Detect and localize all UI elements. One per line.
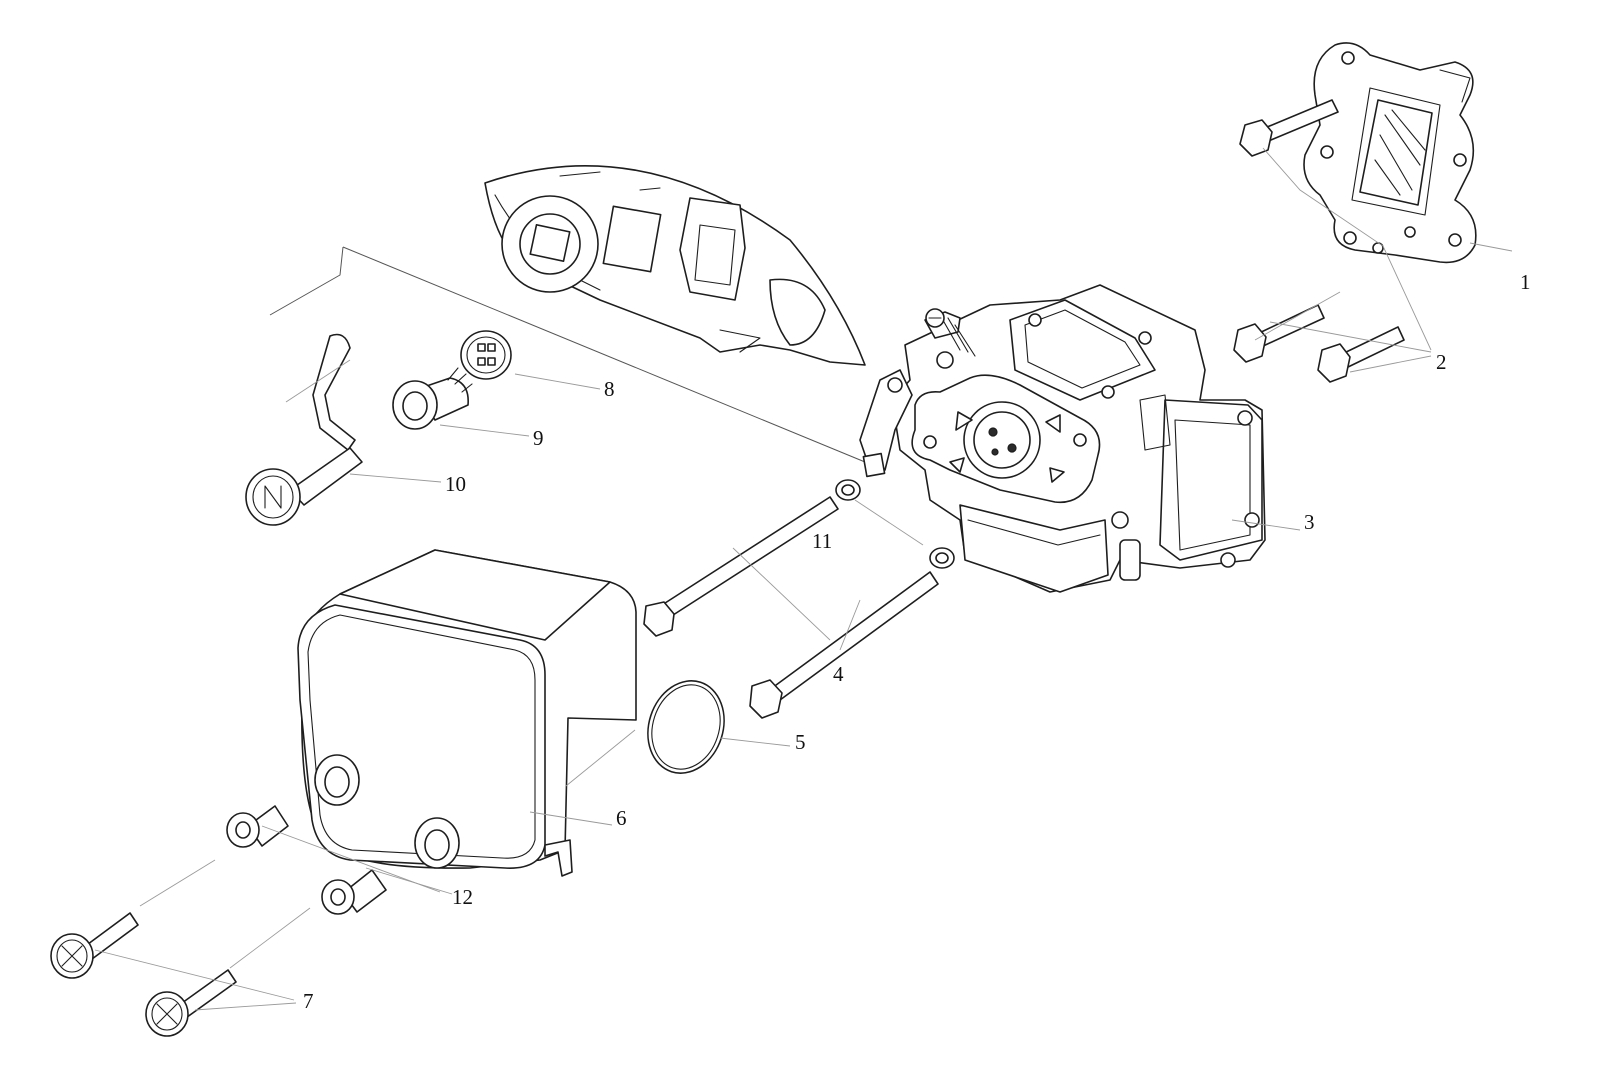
bolt-upper [1239, 99, 1339, 157]
callout-labels: 1 2 3 4 5 6 7 8 9 10 11 12 [303, 270, 1531, 1013]
screw-lower [145, 969, 237, 1037]
screw-upper [50, 912, 139, 979]
o-ring [647, 680, 725, 774]
grommet [392, 367, 473, 430]
callout-5: 5 [795, 730, 806, 754]
reed-valve-plate [1303, 42, 1477, 264]
bolt-lower [1317, 326, 1405, 383]
callout-9: 9 [533, 426, 544, 450]
callout-6: 6 [616, 806, 627, 830]
bushing-upper [226, 805, 289, 848]
callout-1: 1 [1520, 270, 1531, 294]
assembly-axis-lines [269, 246, 866, 463]
bolt-middle [1233, 304, 1325, 363]
callout-10: 10 [445, 472, 466, 496]
carburetor [859, 284, 1266, 593]
leader-lines [94, 147, 1513, 1011]
callout-4: 4 [833, 662, 844, 686]
cap-disc [460, 330, 512, 380]
long-bolt-lower [749, 571, 939, 719]
washer-upper [835, 479, 861, 501]
washer-lower [929, 547, 955, 569]
choke-knob-rod [245, 333, 363, 526]
callout-8: 8 [604, 377, 615, 401]
callout-7: 7 [303, 989, 314, 1013]
air-filter-box [297, 549, 637, 877]
callout-11: 11 [812, 529, 832, 553]
bushing-lower [321, 869, 387, 915]
long-bolt-upper [643, 496, 839, 637]
callout-12: 12 [452, 885, 473, 909]
callout-3: 3 [1304, 510, 1315, 534]
callout-2: 2 [1436, 350, 1447, 374]
housing-cutaway-inset [484, 164, 866, 366]
